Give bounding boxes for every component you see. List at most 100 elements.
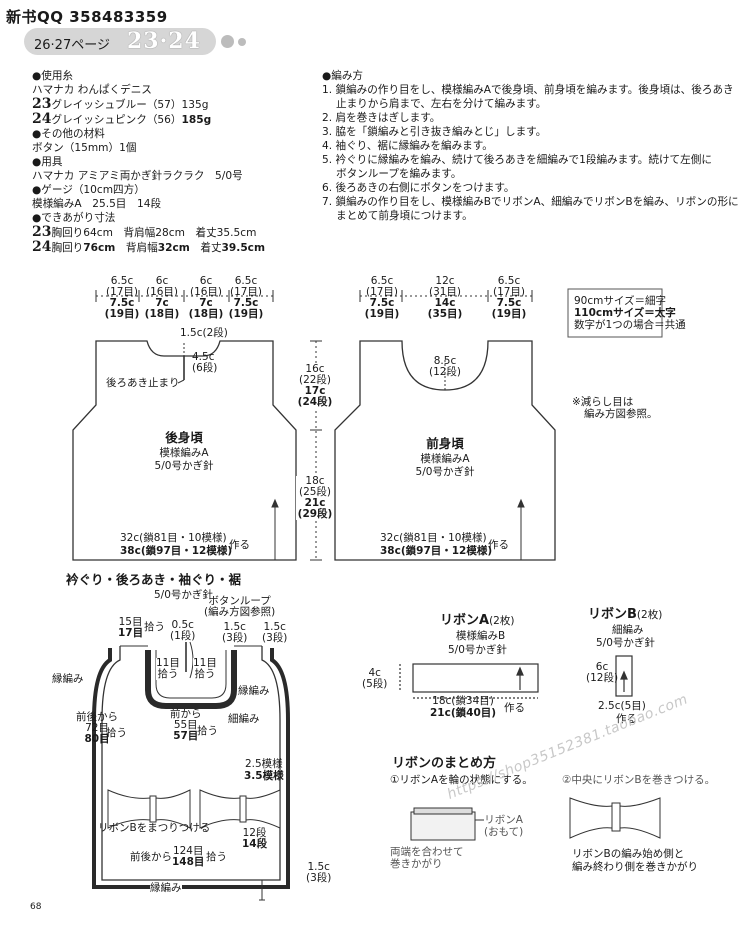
edge-05: 0.5c(1段): [170, 619, 196, 642]
hem-pick-label: 拾う: [206, 851, 227, 863]
front-dim-3: 6.5c(17目) 7.5c(19目): [491, 275, 527, 320]
ribbon-a-height: 4c(5段): [362, 667, 388, 690]
other-materials: ボタン（15mm）1個: [32, 142, 137, 154]
edge-left-label: 縁編み: [52, 673, 84, 685]
front-neck-depth: 8.5c(12段): [428, 355, 462, 378]
lower-length: 18c(25段) 21c(29段): [296, 475, 334, 520]
size-23: 23胸回り64cm 背肩幅28cm 着丈35.5cm: [32, 224, 257, 240]
front-bottom-110: 38c(鎖97目・12模様): [380, 545, 493, 557]
front-dim-1: 6.5c(17目) 7.5c(19目): [364, 275, 400, 320]
ribbon-b-hook: 5/0号かぎ針: [596, 637, 655, 649]
yarn-24: 24グレイッシュピンク（56）185g: [32, 111, 212, 127]
back-opening-stop: 後ろあき止まり: [106, 377, 180, 389]
back-dim-1: 6.5c(17目) 7.5c(19目): [104, 275, 140, 320]
button-loop-label: ボタンループ(編み方図参照): [204, 595, 276, 618]
edging-outline: [92, 641, 290, 901]
method-step: ボタンループを編みます。: [336, 168, 462, 180]
front-body-outline: [334, 340, 556, 561]
upper-length: 16c(22段) 17c(24段): [296, 363, 334, 408]
size-legend: 90cmサイズ＝細字 110cmサイズ＝太字 数字が1つの場合＝共通: [574, 295, 686, 331]
bow-drawings: [107, 789, 281, 829]
pattern-numbers: 23·24: [127, 28, 201, 54]
qq-header: 新书QQ 358483359: [6, 8, 168, 26]
back-body-outline: [72, 340, 297, 561]
front-title: 前身頃: [426, 436, 464, 451]
front-neck-pick-label: 拾う: [197, 725, 218, 737]
edging-title: 衿ぐり・後ろあき・袖ぐり・裾: [66, 572, 242, 587]
assembly-step1-drawing: [410, 807, 484, 841]
ribbon-a-make: 作る: [504, 702, 525, 714]
assembly-step2: ②中央にリボンBを巻きつける。: [562, 774, 716, 786]
ribbon-a-hook: 5/0号かぎ針: [448, 644, 507, 656]
edge-15-b: 1.5c(3段): [262, 621, 288, 644]
method-step: 3. 脇を「鎖編みと引き抜き編みとじ」します。: [322, 126, 547, 138]
size-heading: ●できあがり寸法: [32, 212, 116, 224]
back-bottom-90: 32c(鎖81目・10模様): [120, 532, 227, 544]
front-dim-2: 12c(31目) 14c(35目): [427, 275, 463, 320]
edge-bottom-label: 縁編み: [150, 882, 182, 894]
ribbon-a-pattern: 模様編みB: [456, 630, 506, 642]
back-dim-3: 6c(16目) 7c(18目): [188, 275, 224, 320]
front-dimension-lines: [310, 290, 533, 561]
method-step: 4. 袖ぐり、裾に縁編みを編みます。: [322, 140, 493, 152]
back-bottom-110: 38c(鎖97目・12模様): [120, 545, 233, 557]
page-ref: 26·27ページ: [34, 38, 110, 53]
ribbon-b-drawing: [615, 655, 633, 697]
gauge: 模様編みA 25.5目 14段: [32, 198, 162, 210]
method-step: 5. 衿ぐりに縁編みを編み、続けて後ろあきを細編みで1段編みます。続けて左側に: [322, 154, 712, 166]
ribbon-b-height: 6c(12段): [586, 661, 619, 684]
other-heading: ●その他の材料: [32, 128, 105, 140]
assembly-step2-drawing: [569, 797, 661, 839]
page-number: 68: [30, 902, 42, 912]
method-step: 7. 鎖編みの作り目をし、模様編みBでリボンA、細編みでリボンBを編み、リボンの…: [322, 196, 739, 208]
front-hook: 5/0号かぎ針: [415, 466, 475, 478]
armhole-pick-label: 拾う: [106, 727, 127, 739]
method-list: ●編み方 1. 鎖編みの作り目をし、模様編みAで後身頃、前身頃を編みます。後身頃…: [322, 69, 739, 223]
back-pattern: 模様編みA: [159, 447, 209, 459]
yarn-heading: ●使用糸: [32, 70, 74, 82]
single-crochet-label: 細編み: [228, 713, 260, 725]
back-dim-4: 6.5c(17目) 7.5c(19目): [228, 275, 264, 320]
back-dim-2: 6c(16目) 7c(18目): [144, 275, 180, 320]
gauge-heading: ●ゲージ（10cm四方）: [32, 184, 145, 196]
ribbon-b-make: 作る: [616, 713, 637, 725]
assembly-title: リボンのまとめ方: [392, 756, 497, 771]
method-step: 止まりから肩まで、左右を分けて編みます。: [336, 98, 547, 110]
ribbon-a-drawing: [399, 663, 539, 699]
assembly-step1: ①リボンAを輪の状態にする。: [390, 774, 533, 786]
yarn-23: 23グレイッシュブルー（57）135g: [32, 96, 209, 112]
ribbon-b-width: 2.5c(5目): [598, 700, 646, 712]
hem-pick-front: 前後から: [130, 851, 172, 863]
edging-hook: 5/0号かぎ針: [154, 589, 213, 601]
front-bottom-90: 32c(鎖81目・10模様): [380, 532, 487, 544]
materials-list: ●使用糸 ハマナカ わんぱくデニス 23グレイッシュブルー（57）135g 24…: [32, 69, 265, 255]
front-pattern: 模様編みA: [420, 453, 470, 465]
dot-icon: [221, 35, 234, 48]
back-make: 作る: [229, 539, 250, 551]
back-opening: 4.5c(6段): [192, 351, 218, 374]
dot-icon: [238, 38, 246, 46]
back-dimension-lines: [95, 290, 279, 560]
size-24: 24胸回り76cm 背肩幅32cm 着丈39.5cm: [32, 239, 266, 255]
neck-side-pick-l: 11目拾う: [156, 657, 180, 680]
edge-mid-label: 縁編み: [238, 685, 270, 697]
ribbon-a-title: リボンA(2枚): [440, 613, 515, 628]
attach-ribbon-label: リボンBをまつりつける: [98, 822, 211, 834]
tools: ハマナカ アミアミ両かぎ針ラクラク 5/0号: [32, 170, 243, 182]
edge-15-a: 1.5c(3段): [222, 621, 248, 644]
pick-label: 拾う: [144, 621, 165, 633]
back-hook: 5/0号かぎ針: [154, 460, 214, 472]
tools-heading: ●用具: [32, 156, 63, 168]
ribbon-a-width: 18c(鎖34目)21c(鎖40目): [430, 695, 497, 719]
page-ref-bar: [24, 28, 216, 55]
method-heading: ●編み方: [322, 70, 364, 82]
back-title: 後身頃: [165, 430, 203, 445]
front-make: 作る: [488, 539, 509, 551]
assembly-ribbon-a-label: リボンA(おもて): [484, 814, 524, 838]
